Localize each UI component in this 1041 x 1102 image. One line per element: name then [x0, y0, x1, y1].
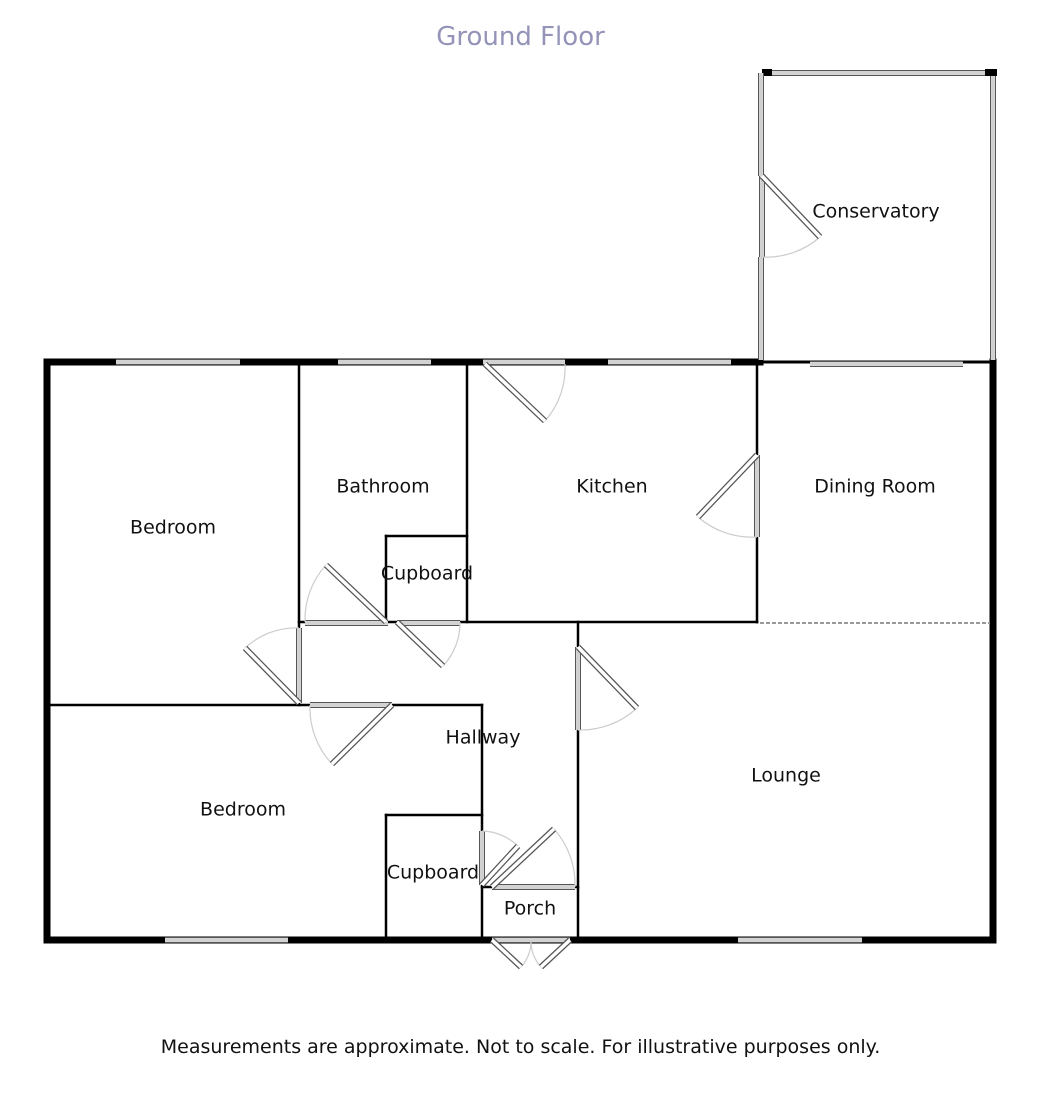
door-leaf [696, 453, 759, 519]
room-label-hallway: Hallway [446, 727, 521, 749]
room-labels: Conservatory Bedroom Bathroom Kitchen Di… [130, 201, 940, 920]
door-swing-arc [577, 707, 638, 731]
room-label-dining-room: Dining Room [814, 476, 935, 498]
door-swing-arc [544, 363, 566, 422]
room-label-porch: Porch [504, 898, 556, 920]
room-label-lounge: Lounge [751, 765, 821, 787]
room-label-kitchen: Kitchen [576, 476, 647, 498]
door-leaf [490, 938, 523, 969]
door [304, 562, 389, 625]
door-swing-arc [553, 828, 576, 888]
door [479, 830, 521, 888]
door-leaf [243, 646, 301, 705]
door [309, 702, 395, 767]
room-label-cupboard-1: Cupboard [381, 563, 473, 585]
door-swing-arc [520, 939, 532, 968]
door [482, 361, 566, 424]
door [575, 644, 640, 731]
door [489, 826, 576, 890]
door-swing-arc [697, 516, 758, 538]
wall [762, 69, 772, 76]
wall [985, 69, 997, 76]
room-label-bedroom-1: Bedroom [130, 517, 216, 539]
door-swing-arc [244, 627, 300, 649]
door-swing-arc [304, 564, 327, 623]
door-leaf [324, 563, 388, 624]
door-swing-arc [530, 939, 542, 968]
doors [242, 173, 823, 970]
floor-title: Ground Floor [436, 22, 605, 52]
room-label-cupboard-2: Cupboard [387, 862, 479, 884]
room-label-bedroom-2: Bedroom [200, 799, 286, 821]
room-label-conservatory: Conservatory [812, 201, 939, 223]
door [242, 627, 302, 706]
door-swing-arc [481, 830, 519, 847]
windows [116, 70, 996, 943]
door [695, 452, 760, 538]
door-leaf [490, 827, 556, 889]
door [759, 173, 823, 258]
door [489, 937, 532, 970]
door-leaf [480, 844, 520, 887]
door-leaf [760, 174, 822, 239]
door-swing-arc [761, 236, 821, 258]
room-label-bathroom: Bathroom [336, 476, 429, 498]
door-leaf [330, 703, 394, 766]
door-leaf [395, 620, 445, 668]
door [394, 619, 461, 669]
door [530, 937, 573, 970]
door-leaf [539, 938, 572, 969]
door-leaf [576, 645, 639, 710]
door-leaf [483, 362, 547, 423]
disclaimer-text: Measurements are approximate. Not to sca… [160, 1036, 881, 1058]
door-swing-arc [309, 704, 333, 765]
door-swing-arc [442, 621, 461, 667]
